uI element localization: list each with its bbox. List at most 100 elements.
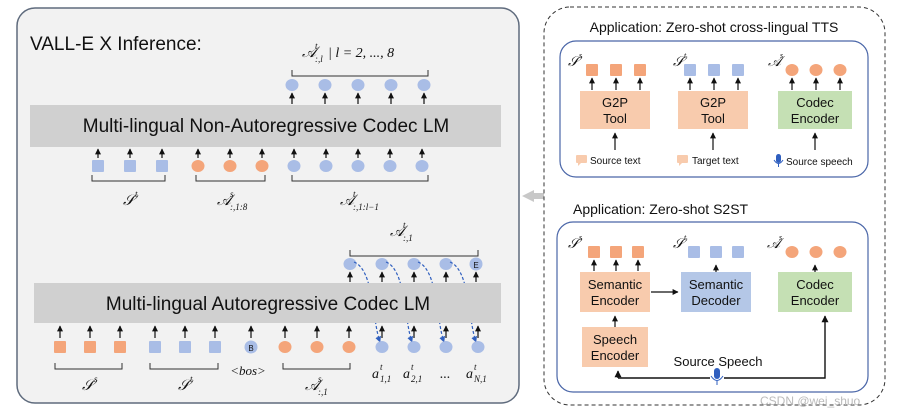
s2st-title: Application: Zero-shot S2ST <box>573 201 749 217</box>
ar-output-label: 𝒜 t :,1 <box>390 220 413 243</box>
tts-acoustic-token <box>833 64 847 76</box>
ar-generated-token <box>407 341 421 353</box>
ar-codec-lm-bar <box>34 283 501 323</box>
svg-text:t: t <box>684 51 687 60</box>
svg-text:Speech: Speech <box>593 332 637 347</box>
svg-text:G2P: G2P <box>700 95 726 110</box>
svg-text:Encoder: Encoder <box>791 293 840 308</box>
svg-text:a: a <box>466 367 473 382</box>
svg-text::,1:8: :,1:8 <box>230 202 248 212</box>
target-text-label: Target text <box>692 156 739 167</box>
source-text-label: Source text <box>590 156 641 167</box>
svg-text:Tool: Tool <box>701 111 725 126</box>
svg-text:<bos>: <bos> <box>230 363 266 378</box>
nar-as-bracket <box>195 175 266 182</box>
source-text-icon <box>576 155 587 166</box>
nar-target-phoneme-token <box>92 160 104 172</box>
svg-text:t: t <box>190 374 193 384</box>
ar-target-phoneme-token <box>179 341 191 353</box>
svg-text:G2P: G2P <box>602 95 628 110</box>
svg-text:Codec: Codec <box>796 95 834 110</box>
s2st-source-semantic-token <box>610 246 622 258</box>
target-text-icon <box>677 155 688 166</box>
ar-target-phoneme-token <box>149 341 161 353</box>
s2st-panel: Application: Zero-shot S2ST 𝒮 s 𝒮 t 𝒜 s … <box>556 201 869 393</box>
svg-text:t: t <box>403 220 406 230</box>
svg-text:s: s <box>780 51 783 60</box>
svg-text:s: s <box>318 374 322 384</box>
source-speech-label: Source speech <box>786 157 853 168</box>
s2st-target-semantic-token <box>688 246 700 258</box>
ar-generated-token <box>471 341 485 353</box>
nar-target-acoustic-token <box>351 160 365 172</box>
nar-output-token <box>384 79 398 91</box>
ar-output-bracket <box>349 250 479 257</box>
ar-output-token <box>407 258 421 270</box>
ar-st-bracket <box>149 363 219 370</box>
microphone-icon <box>773 154 784 167</box>
svg-text:2,1: 2,1 <box>411 374 422 384</box>
bos-label: <bos> <box>230 363 266 378</box>
semantic-encoder <box>580 272 650 312</box>
tts-g2p-tool-target <box>678 91 748 129</box>
nar-target-phoneme-token <box>156 160 168 172</box>
nar-output-token <box>318 79 332 91</box>
ar-generated-token <box>439 341 453 353</box>
svg-text:Decoder: Decoder <box>691 293 741 308</box>
flow-arrow-icon <box>522 190 548 202</box>
nar-output-tokens <box>285 79 431 104</box>
ar-ss-bracket <box>54 363 123 370</box>
nar-target-phoneme-token <box>124 160 136 172</box>
nar-source-acoustic-token <box>223 160 237 172</box>
nar-target-acoustic-token <box>415 160 429 172</box>
svg-text:s: s <box>230 189 234 199</box>
svg-text:s: s <box>779 233 782 242</box>
nar-codec-lm-label: Multi-lingual Non-Autoregressive Codec L… <box>83 116 449 137</box>
svg-text:t: t <box>474 362 477 372</box>
ar-output-token <box>343 258 357 270</box>
nar-as-label: 𝒜 s :,1:8 <box>217 189 248 212</box>
nar-at-label: 𝒜 t :,1:l−1 <box>340 189 379 212</box>
svg-text:N,1: N,1 <box>473 374 487 384</box>
s2st-acoustic-token <box>785 246 799 258</box>
bos-token <box>244 340 258 354</box>
s2st-target-semantic-token <box>710 246 722 258</box>
svg-text:Tool: Tool <box>603 111 627 126</box>
svg-text:Encoder: Encoder <box>591 293 640 308</box>
tts-acoustic-token <box>809 64 823 76</box>
s2st-as-label: 𝒜 s <box>767 233 784 252</box>
s2st-output-tokens <box>588 246 847 271</box>
svg-text:a: a <box>372 367 379 382</box>
svg-text:t: t <box>135 189 138 199</box>
semantic-decoder <box>681 272 751 312</box>
a11-label: a t 1,1 <box>372 362 391 384</box>
nar-output-token <box>285 79 299 91</box>
svg-text:s: s <box>94 374 98 384</box>
nar-target-acoustic-token <box>383 160 397 172</box>
svg-text:Codec: Codec <box>796 277 834 292</box>
svg-text:t: t <box>315 41 318 51</box>
nar-codec-lm-bar <box>30 105 501 147</box>
s2st-source-semantic-token <box>632 246 644 258</box>
nar-source-acoustic-token <box>191 160 205 172</box>
svg-text:Encoder: Encoder <box>591 348 640 363</box>
ar-target-phoneme-token <box>209 341 221 353</box>
svg-text:𝒜: 𝒜 <box>768 55 785 70</box>
ar-output-token <box>439 258 453 270</box>
svg-text:Semantic: Semantic <box>588 277 643 292</box>
nar-source-acoustic-token <box>255 160 269 172</box>
nar-target-acoustic-token <box>319 160 333 172</box>
svg-text::,1:l−1: :,1:l−1 <box>353 202 379 212</box>
tts-target-phoneme-token <box>708 64 720 76</box>
svg-text:t: t <box>684 233 687 242</box>
nar-target-acoustic-token <box>287 160 301 172</box>
svg-text:t: t <box>411 362 414 372</box>
aN1-label: a t N,1 <box>466 362 487 384</box>
s2st-target-semantic-token <box>732 246 744 258</box>
nar-output-token <box>417 79 431 91</box>
tts-codec-encoder <box>778 91 852 129</box>
tts-target-phoneme-token <box>732 64 744 76</box>
ar-source-phoneme-token <box>54 341 66 353</box>
ar-output-token <box>375 258 389 270</box>
